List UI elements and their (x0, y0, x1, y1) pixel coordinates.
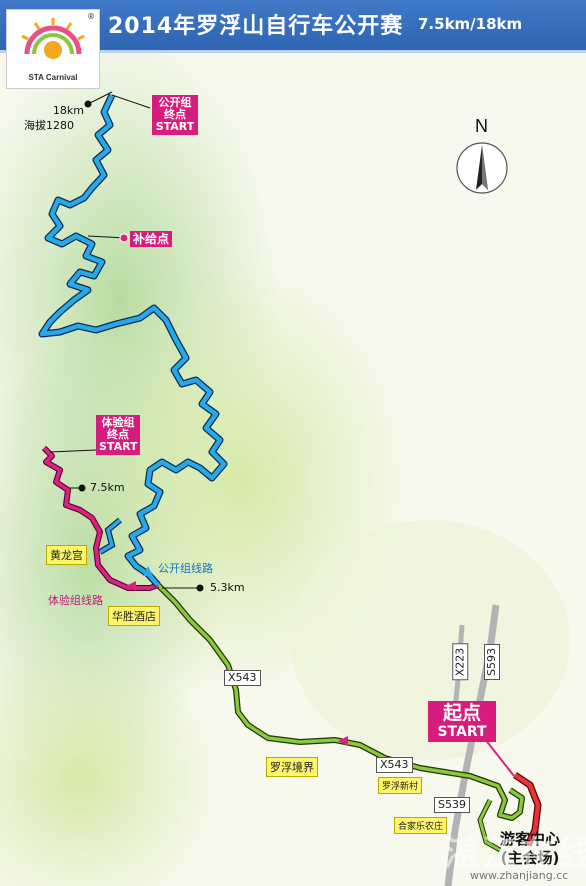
start-tag: 起点 START (428, 701, 496, 742)
road-route-arrow (338, 736, 348, 746)
public-route-label: 公开组线路 (158, 562, 213, 575)
page-title: 2014年罗浮山自行车公开赛 (108, 14, 404, 39)
supply-point-tag: 补给点 (130, 231, 173, 247)
km53-label: 5.3km (210, 581, 245, 594)
huasheng-hotel-tag: 华胜酒店 (108, 606, 160, 626)
road-x543b-label: X543 (376, 757, 413, 773)
start-segment (513, 772, 542, 847)
start-line2: START (437, 724, 487, 740)
experience-route-arrow (126, 581, 136, 591)
experience-finish-line1: 体验组 (101, 416, 135, 429)
public-finish-line3: START (155, 120, 195, 133)
experience-finish-tag: 体验组 终点 START (96, 415, 140, 455)
experience-route-label: 体验组线路 (48, 594, 103, 607)
registered-mark: ® (87, 12, 95, 21)
km75-label: 7.5km (90, 481, 125, 494)
compass (456, 142, 508, 194)
compass-north-label: N (475, 116, 488, 136)
green-road-route (155, 582, 525, 853)
luofu-border-tag: 罗浮境界 (266, 757, 318, 777)
experience-finish-line2: 终点 (107, 428, 129, 441)
huanglong-tag: 黄龙宫 (46, 545, 87, 565)
experience-route (41, 445, 160, 591)
luofu-village-tag: 罗浮新村 (378, 777, 423, 794)
logo-emblem-icon (21, 18, 85, 59)
distance-text: 7.5km/18km (418, 15, 523, 33)
road-s593-label: S593 (483, 644, 500, 680)
public-finish-line2: 终点 (164, 108, 186, 121)
public-finish-line1: 公开组 (158, 96, 192, 109)
start-line1: 起点 (442, 702, 481, 724)
route-arrows (126, 566, 348, 746)
public-route (38, 93, 228, 588)
experience-finish-line3: START (99, 440, 138, 453)
summit-altitude: 海拔1280 (24, 119, 74, 132)
public-finish-tag: 公开组 终点 START (152, 95, 198, 135)
logo-name: STA Carnival (28, 73, 78, 82)
watermark-logo: 湛江在线 (444, 834, 586, 874)
summit-label: 18km (40, 104, 84, 117)
watermark-url: www.zhanjiang.cc (470, 869, 569, 882)
logo: ® STA Carnival (6, 9, 100, 89)
summit-distance: 18km (52, 104, 84, 117)
visitor-center-line1: 游客中心 (500, 830, 561, 848)
road-x223-label: X223 (452, 643, 469, 681)
public-route-arrow (143, 566, 153, 576)
visitor-center-line2: (主会场) (500, 849, 560, 867)
road-s539-label: S539 (434, 797, 470, 813)
terrain (0, 30, 570, 886)
hejiale-farm-tag: 合家乐农庄 (394, 817, 448, 834)
road-x543-label: X543 (224, 670, 261, 686)
visitor-center-label: 游客中心 (主会场) (500, 830, 560, 868)
